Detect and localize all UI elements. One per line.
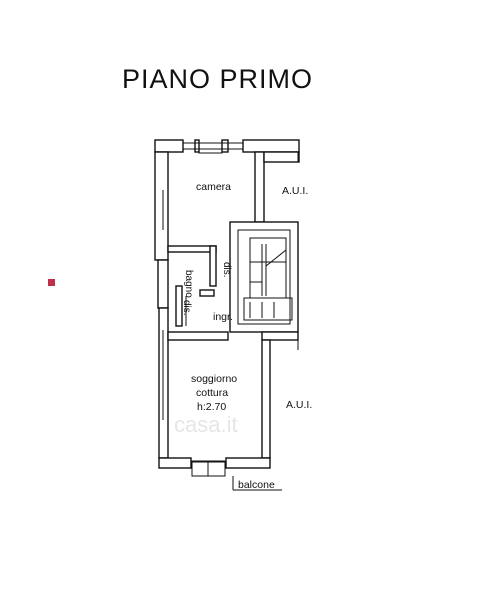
left-wall [154, 151, 169, 459]
plan-title: PIANO PRIMO [122, 64, 314, 94]
room-height: h:2.70 [197, 401, 226, 413]
room-dis-right: dis. [221, 262, 232, 278]
room-cottura: cottura [196, 387, 228, 399]
room-aui-top: A.U.I. [282, 185, 308, 197]
room-soggiorno: soggiorno [191, 373, 237, 385]
room-dis-left: dis. [181, 300, 192, 316]
room-ingr: ingr. [213, 311, 233, 323]
room-balcone: balcone [238, 479, 275, 491]
bottom-wall [158, 457, 282, 491]
room-aui-bottom: A.U.I. [286, 399, 312, 411]
room-bagno: bagno [183, 270, 194, 298]
red-marker [48, 279, 55, 286]
inner-walls [167, 151, 300, 459]
watermark: casa.it [174, 412, 238, 437]
top-wall [154, 139, 300, 154]
room-camera: camera [196, 181, 231, 193]
